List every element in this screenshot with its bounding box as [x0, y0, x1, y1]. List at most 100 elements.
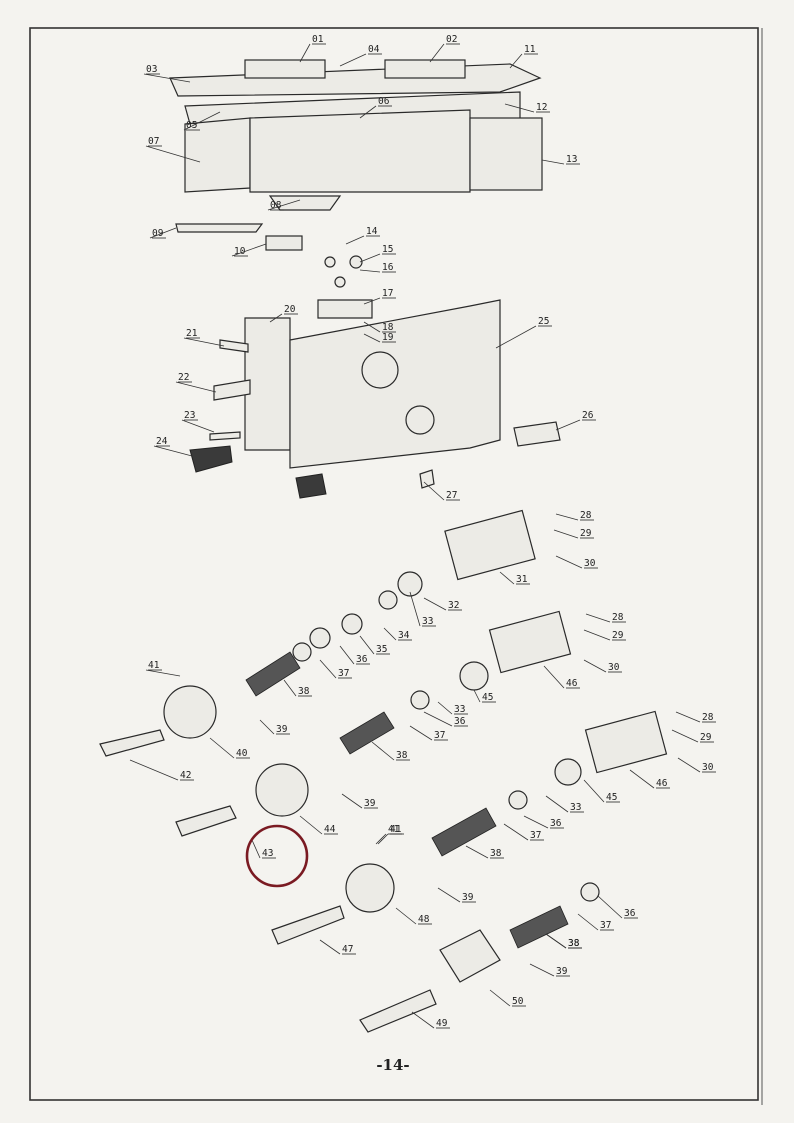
- part-label-47: 47: [342, 944, 353, 955]
- leader-line-29: [671, 729, 699, 743]
- part-label-50: 50: [512, 996, 524, 1007]
- page-border: [29, 27, 759, 1101]
- part-label-01: 01: [312, 34, 324, 45]
- leader-line-22: [175, 381, 217, 393]
- part-label-41: 41: [390, 824, 402, 835]
- part-label-39: 39: [276, 724, 288, 735]
- part-label-08: 08: [270, 200, 282, 211]
- leader-line-41: [375, 833, 387, 845]
- leader-line-37: [409, 725, 433, 741]
- part-label-38: 38: [568, 938, 580, 949]
- part-label-37: 37: [530, 830, 541, 841]
- leader-line-29: [583, 629, 611, 641]
- leader-line-38: [283, 679, 297, 697]
- leader-line-26: [555, 419, 581, 431]
- part-label-19: 19: [382, 332, 394, 343]
- part-label-16: 16: [382, 262, 394, 273]
- part-label-38: 38: [396, 750, 408, 761]
- leader-line-49: [411, 1011, 435, 1029]
- leader-line-25: [495, 325, 537, 349]
- part-label-18: 18: [382, 322, 394, 333]
- leader-line-30: [677, 757, 701, 773]
- part-label-49: 49: [436, 1018, 448, 1029]
- leader-line-05: [183, 111, 221, 131]
- leader-line-46: [629, 769, 655, 789]
- leader-line-02: [429, 43, 445, 63]
- part-label-44: 44: [324, 824, 336, 835]
- leader-line-17: [363, 297, 381, 305]
- leader-line-41: [377, 833, 389, 845]
- part-label-39: 39: [556, 966, 568, 977]
- part-label-36: 36: [550, 818, 562, 829]
- part-label-38: 38: [568, 938, 580, 949]
- part-label-41: 41: [388, 824, 400, 835]
- leader-line-47: [319, 939, 341, 955]
- part-label-34: 34: [398, 630, 410, 641]
- leader-line-11: [509, 53, 523, 69]
- part-label-17: 17: [382, 288, 393, 299]
- part-label-22: 22: [178, 372, 189, 383]
- leader-line-23: [181, 419, 215, 433]
- leader-line-31: [499, 571, 515, 585]
- part-label-07: 07: [148, 136, 159, 147]
- part-label-29: 29: [612, 630, 624, 641]
- part-label-33: 33: [570, 802, 581, 813]
- part-label-11: 11: [524, 44, 536, 55]
- part-label-37: 37: [600, 920, 611, 931]
- leader-line-35: [359, 635, 375, 655]
- part-label-27: 27: [446, 490, 457, 501]
- leader-line-45: [473, 689, 481, 703]
- part-label-30: 30: [702, 762, 714, 773]
- leader-line-43: [251, 839, 261, 859]
- part-label-45: 45: [606, 792, 617, 803]
- leader-line-33: [437, 701, 453, 715]
- leader-line-03: [143, 73, 191, 83]
- part-label-38: 38: [298, 686, 310, 697]
- lower-parts-assembly: [99, 509, 668, 1033]
- part-label-28: 28: [702, 712, 714, 723]
- highlight-circle-part-43: [245, 824, 309, 888]
- leader-line-42: [129, 759, 179, 781]
- part-label-24: 24: [156, 436, 168, 447]
- part-label-06: 06: [378, 96, 390, 107]
- part-label-30: 30: [608, 662, 620, 673]
- part-label-37: 37: [338, 668, 349, 679]
- leader-line-33: [545, 795, 569, 813]
- leader-line-12: [504, 103, 535, 113]
- part-label-10: 10: [234, 246, 246, 257]
- leader-line-39: [529, 963, 555, 977]
- leader-line-36: [423, 711, 453, 727]
- part-label-25: 25: [538, 316, 549, 327]
- part-label-48: 48: [418, 914, 430, 925]
- leader-line-13: [541, 159, 565, 165]
- part-label-39: 39: [364, 798, 376, 809]
- leader-line-21: [183, 337, 225, 347]
- leader-line-39: [259, 719, 275, 735]
- part-label-26: 26: [582, 410, 594, 421]
- part-label-15: 15: [382, 244, 393, 255]
- part-label-13: 13: [566, 154, 577, 165]
- leader-line-30: [555, 555, 583, 569]
- leader-line-37: [319, 659, 337, 679]
- leader-line-30: [583, 659, 607, 673]
- leader-line-36: [597, 895, 623, 919]
- part-label-05: 05: [186, 120, 197, 131]
- part-label-40: 40: [236, 748, 248, 759]
- part-label-29: 29: [700, 732, 712, 743]
- leader-line-41: [145, 669, 181, 677]
- part-label-21: 21: [186, 328, 198, 339]
- leader-line-28: [555, 513, 579, 521]
- leader-line-20: [269, 313, 283, 323]
- part-label-02: 02: [446, 34, 457, 45]
- part-label-14: 14: [366, 226, 378, 237]
- leader-line-09: [149, 227, 177, 239]
- leader-line-38: [465, 845, 489, 859]
- leader-line-28: [675, 711, 701, 723]
- part-label-35: 35: [376, 644, 387, 655]
- leader-line-14: [345, 235, 365, 245]
- part-label-29: 29: [580, 528, 592, 539]
- cam-block-assembly: [189, 255, 561, 499]
- part-label-03: 03: [146, 64, 157, 75]
